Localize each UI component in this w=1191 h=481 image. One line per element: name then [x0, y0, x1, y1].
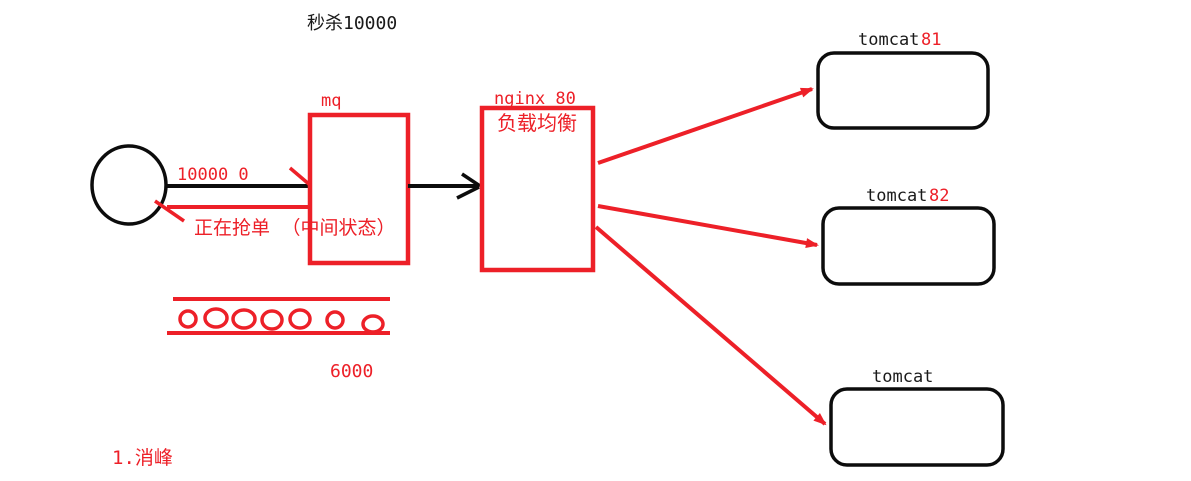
tomcat-82-port: 82	[929, 186, 949, 206]
queue-item-circle	[325, 310, 345, 330]
message-queue-sketch: 6000	[167, 297, 390, 382]
nginx-box	[479, 105, 596, 273]
tomcat-3-box	[829, 387, 1005, 467]
nginx-to-tomcat81-arrow	[597, 87, 814, 165]
queue-item-circle	[260, 309, 284, 331]
mq-box	[307, 112, 411, 266]
nginx-role-label: 负载均衡	[497, 111, 577, 135]
mq-to-nginx-arrowhead-top	[461, 172, 481, 188]
request-count-label: 10000 0	[177, 165, 249, 185]
nginx-to-tomcat82-arrow	[597, 204, 819, 248]
nginx-to-tomcat3-arrow	[594, 225, 827, 426]
mq-node: mq	[307, 91, 411, 266]
tomcat-82-node: tomcat 82	[821, 186, 996, 286]
queue-item-circle	[288, 308, 312, 330]
queue-item-circle	[231, 308, 257, 330]
response-arrow	[154, 199, 309, 223]
nginx-node: nginx 80 负载均衡	[479, 89, 596, 273]
tomcat-81-box	[816, 51, 990, 130]
client-node-circle	[90, 144, 168, 226]
mq-to-nginx-arrow	[408, 172, 481, 200]
request-arrowhead-stroke	[288, 166, 312, 187]
queue-throughput-label: 6000	[330, 361, 373, 382]
tomcat-81-node: tomcat 81	[816, 30, 990, 130]
tomcat-81-port: 81	[921, 30, 941, 50]
queue-item-circle	[203, 307, 229, 329]
queue-item-circle	[178, 309, 198, 329]
note-text: 1.消峰	[112, 447, 173, 469]
tomcat-3-name: tomcat	[872, 367, 933, 387]
mq-label: mq	[321, 91, 341, 111]
mq-to-nginx-arrowhead-bottom	[456, 185, 480, 200]
tomcat-81-name: tomcat	[858, 30, 919, 50]
status-text: 正在抢单 （中间状态）	[194, 217, 395, 239]
queue-item-circle	[361, 314, 385, 334]
request-arrow: 10000 0	[166, 165, 312, 188]
nginx-label: nginx 80	[494, 89, 576, 109]
tomcat-82-box	[821, 206, 996, 286]
tomcat-82-name: tomcat	[866, 186, 927, 206]
tomcat-3-node: tomcat	[829, 367, 1005, 467]
response-arrowhead-stroke	[154, 199, 185, 223]
diagram-title: 秒杀10000	[307, 13, 397, 34]
